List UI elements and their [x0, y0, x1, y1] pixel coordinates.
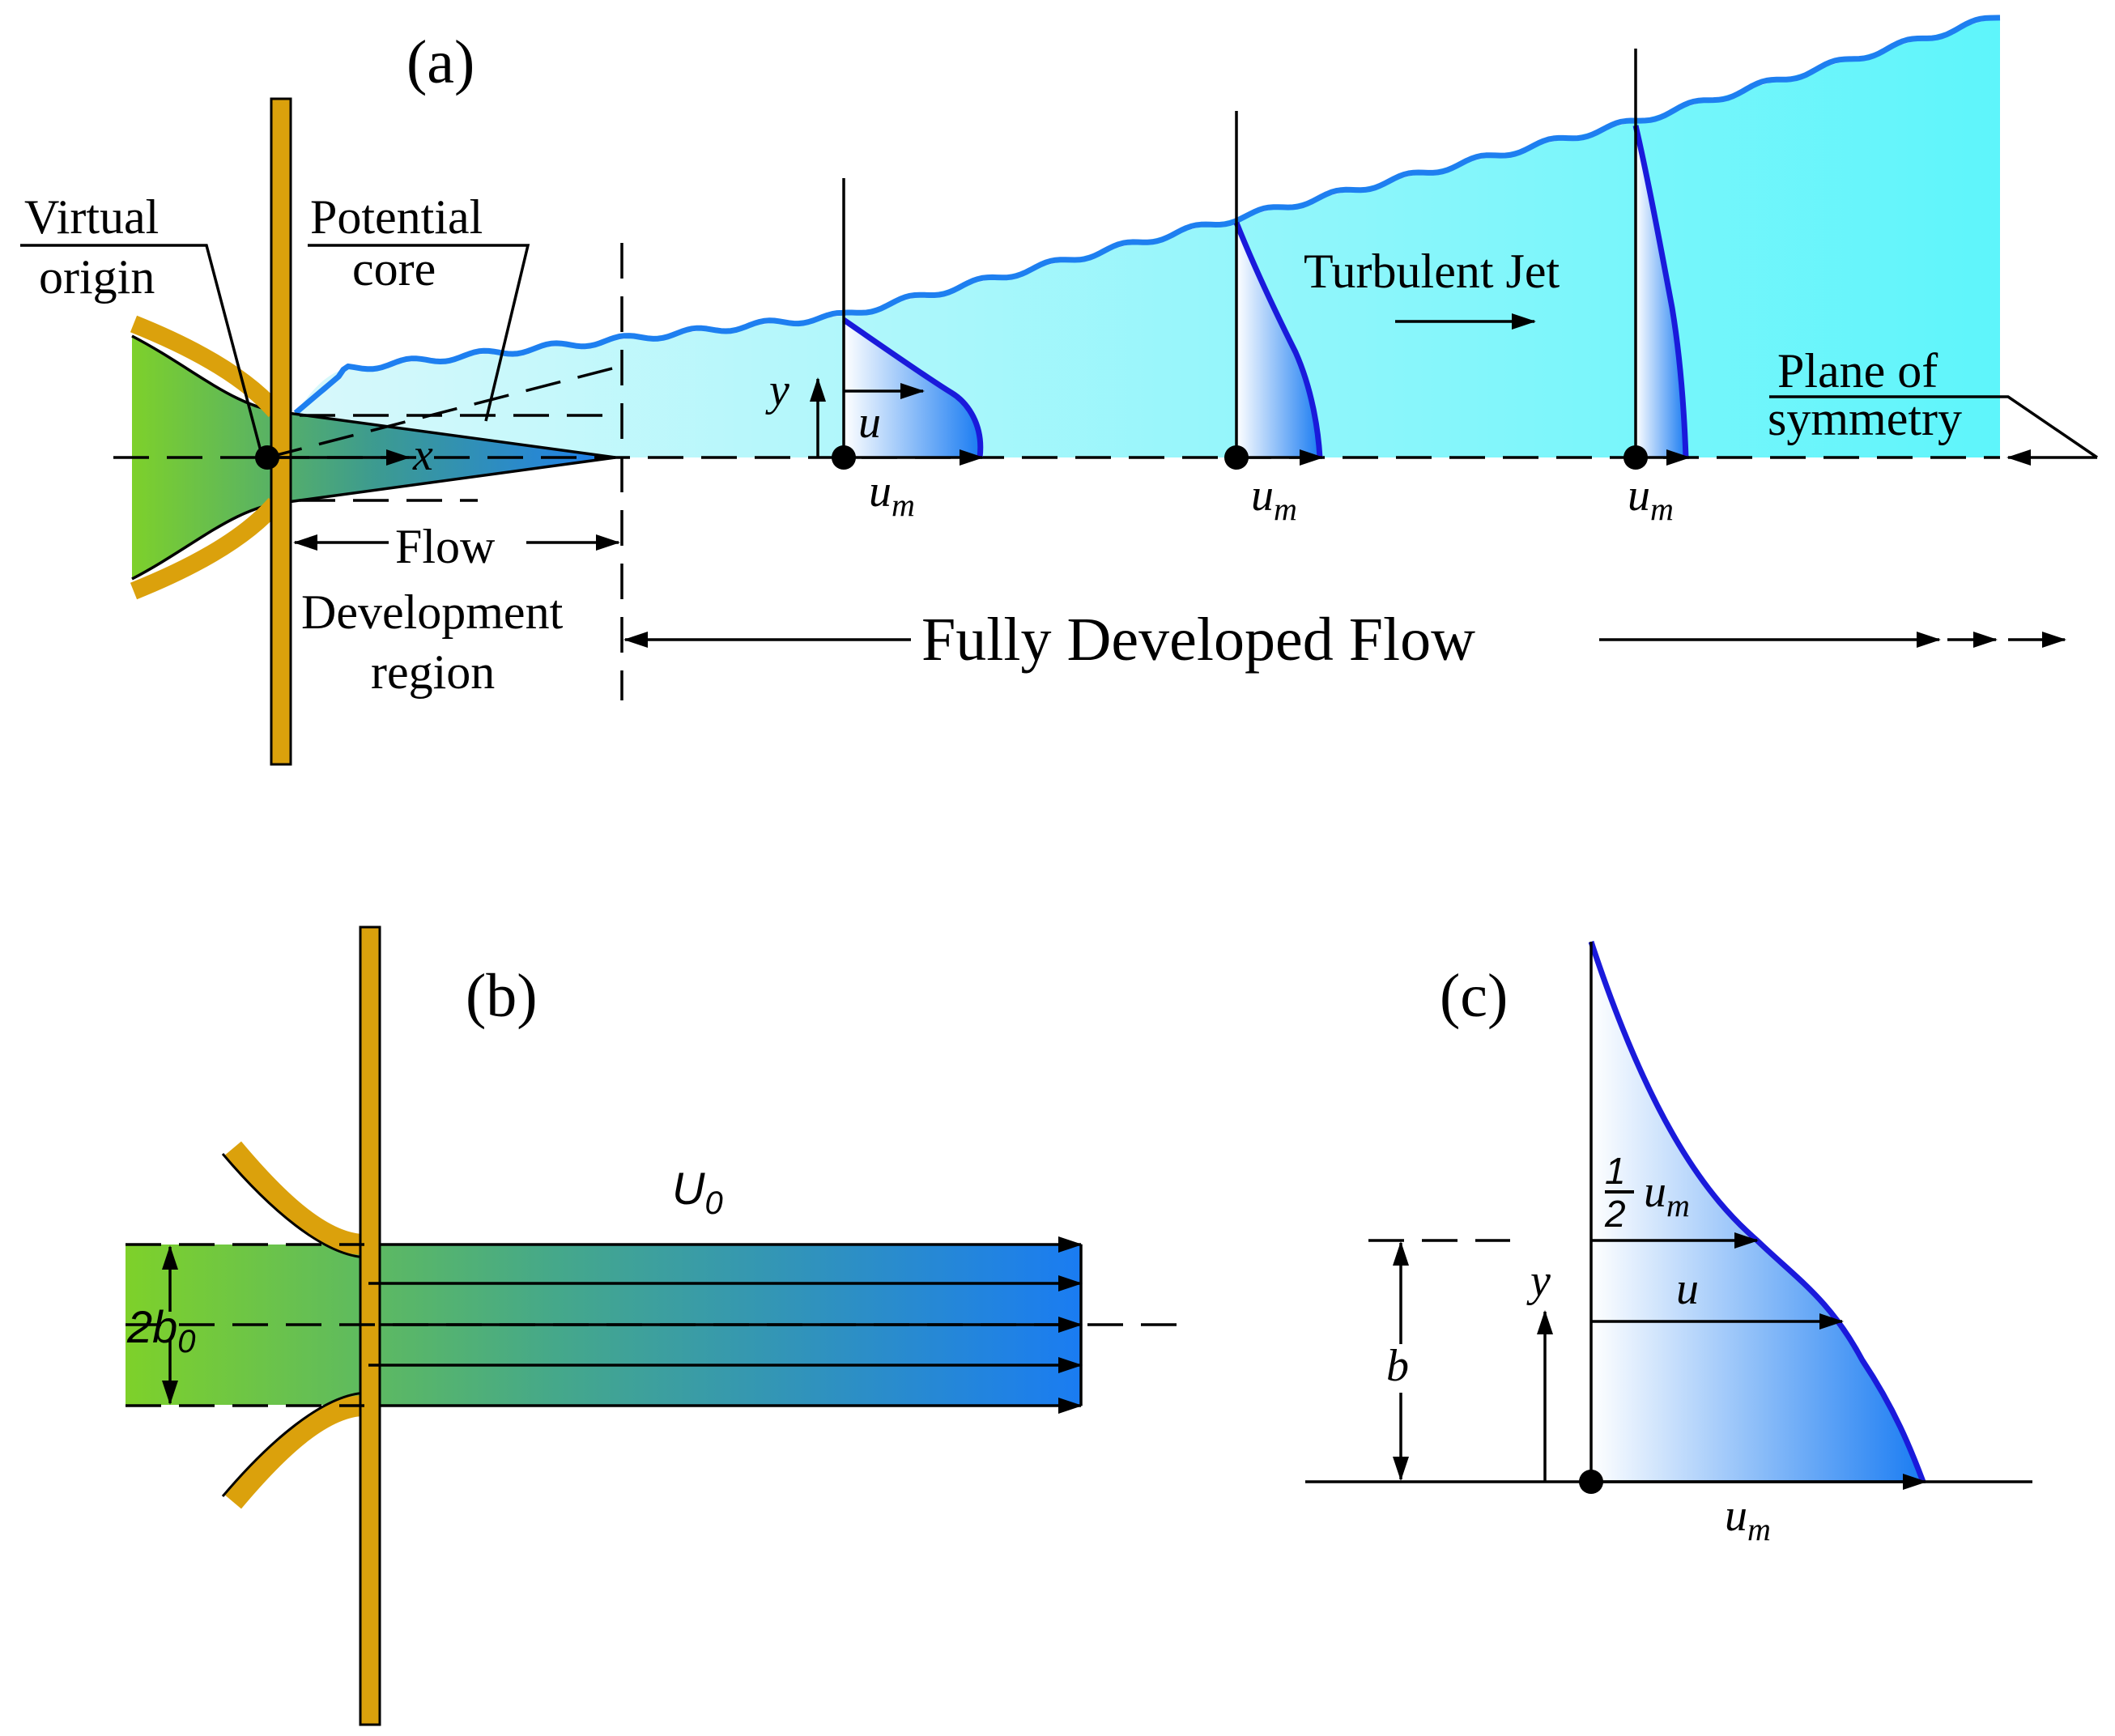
width-label-b: 2b0 — [126, 1301, 196, 1359]
virtual-origin-dot — [255, 445, 279, 470]
plane-of-symmetry-leader — [1769, 395, 2098, 459]
um-label-3: um — [1628, 470, 1674, 527]
panel-a-label: (a) — [406, 28, 474, 96]
half-um-label: um — [1644, 1167, 1690, 1223]
velocity-profile-3 — [1623, 49, 1691, 470]
plane-of-symmetry-label-line2: symmetry — [1768, 392, 1962, 445]
jet-boundary-line — [293, 15, 2001, 415]
um-label-2: um — [1251, 470, 1297, 527]
flow-development-label-line3: region — [371, 645, 495, 699]
panel-c: b y 1 2 um u um (c) — [1305, 940, 2032, 1547]
nozzle-lip-upper-b-edge — [221, 1153, 369, 1259]
velocity-profile-2 — [1224, 111, 1324, 470]
wall-a — [270, 97, 292, 766]
um-label-1: um — [869, 466, 915, 523]
potential-core-label-line2: core — [352, 242, 436, 296]
y-axis-label-a: y — [765, 365, 789, 415]
velocity-profile-c — [1591, 942, 1923, 1482]
turbulent-jet-label: Turbulent Jet — [1304, 245, 1560, 298]
velocity-u-label-c: u — [1676, 1264, 1699, 1314]
virtual-origin-leader — [20, 244, 262, 452]
b-label: b — [1386, 1341, 1409, 1391]
nozzle-lip-upper — [130, 315, 283, 418]
fully-developed-label: Fully Developed Flow — [921, 606, 1475, 674]
panel-c-label: (c) — [1440, 962, 1508, 1030]
velocity-profile-c-line — [1588, 940, 1926, 1483]
y-axis-label-c: y — [1526, 1256, 1551, 1306]
plane-of-symmetry-label-line1: Plane of — [1777, 344, 1938, 398]
virtual-origin-label-line1: Virtual — [24, 190, 159, 244]
panel-b: 2b0 U0 (b) — [126, 925, 1182, 1726]
potential-core-leader — [308, 244, 530, 422]
nozzle-lip-lower-b-edge — [221, 1391, 369, 1497]
velocity-u-label-a: u — [858, 398, 881, 448]
virtual-origin-label-line2: origin — [39, 250, 155, 304]
x-axis-label: x — [412, 430, 433, 480]
flow-development-label-line1: Flow — [395, 520, 496, 573]
turbulent-jet-region — [296, 16, 2000, 457]
half-fraction-num: 1 — [1605, 1150, 1626, 1192]
um-label-c: um — [1725, 1491, 1771, 1547]
panel-b-label: (b) — [466, 962, 538, 1030]
velocity-profile-1 — [832, 178, 984, 470]
spread-dash — [266, 364, 623, 459]
potential-core-label-line1: Potential — [310, 190, 483, 244]
half-fraction-den: 2 — [1604, 1193, 1626, 1235]
u0-label: U0 — [672, 1163, 723, 1221]
flow-development-label-line2: Development — [301, 585, 564, 639]
nozzle-lip-lower — [130, 497, 283, 600]
origin-dot-c — [1579, 1470, 1603, 1494]
panel-a: x Virtual origin Potential core y u um — [20, 15, 2098, 766]
